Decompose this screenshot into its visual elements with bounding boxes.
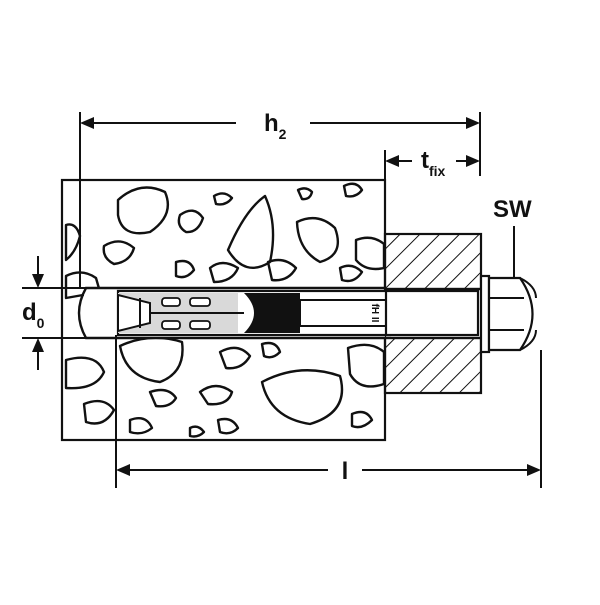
d0-label: d0 (22, 299, 45, 331)
washer (479, 274, 491, 354)
sleeve-slot (161, 297, 181, 307)
dimension-d0: d0 (22, 256, 86, 370)
fixture-plate (383, 232, 483, 395)
sleeve-slot (161, 320, 181, 330)
hex-nut (487, 276, 534, 352)
dimension-l: l (115, 335, 542, 488)
anchor-marking: fH II (369, 304, 380, 323)
h2-label: h2 (264, 110, 287, 142)
sw-label: SW (493, 196, 532, 223)
dimension-sw: SW (493, 196, 532, 278)
tfix-label: tfix (421, 147, 446, 179)
aggregate-stones (64, 182, 385, 438)
washer-and-nut (479, 274, 537, 354)
l-label: l (342, 458, 349, 485)
sleeve-slot (189, 297, 211, 307)
sleeve-slot (189, 320, 211, 330)
dimension-tfix: tfix (384, 147, 480, 234)
plastic-collar (244, 293, 300, 333)
bolt-through-fixture (384, 289, 480, 337)
dimension-h2: h2 (79, 110, 481, 288)
anchor-bolt: fH II (116, 289, 480, 337)
